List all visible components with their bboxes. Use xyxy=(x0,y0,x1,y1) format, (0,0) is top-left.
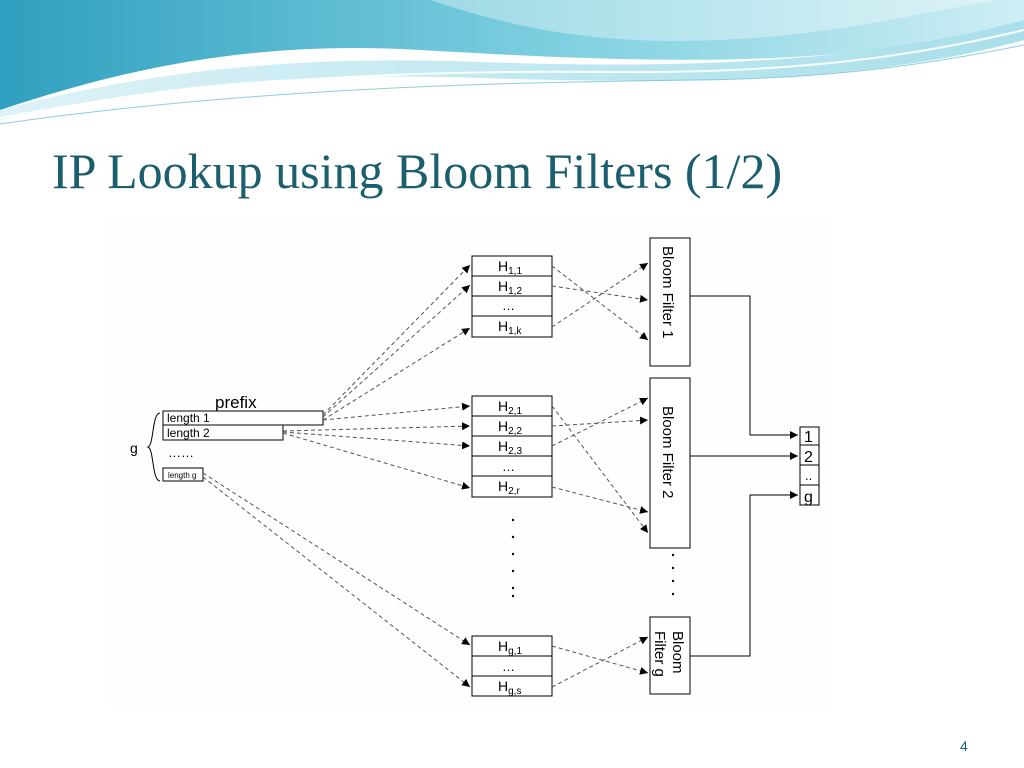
hash-h11: H1,1 xyxy=(498,258,522,277)
hash-group-1-ellipsis: … xyxy=(502,298,515,313)
hash-h2r: H2,r xyxy=(498,478,520,497)
h21-to-bf2 xyxy=(551,405,649,534)
hash-group-g-ellipsis: … xyxy=(502,659,515,674)
bloom-filter-1-label: Bloom Filter 1 xyxy=(659,246,676,339)
header-wave-banner xyxy=(0,0,1024,125)
output-bit-1: 1 xyxy=(804,429,813,446)
h2r-to-bf2 xyxy=(551,486,649,514)
g-brace-label: g xyxy=(130,440,138,456)
prefix-label: prefix xyxy=(215,393,257,412)
bloom-filter-g-line-2: Filter g xyxy=(651,631,668,677)
hash-h21: H2,1 xyxy=(498,398,522,417)
lengthg-arrow-hgs xyxy=(202,476,471,688)
hash-group-2-ellipsis: … xyxy=(502,459,515,474)
length2-arrow-h2r xyxy=(282,432,471,490)
output-bit-2: 2 xyxy=(804,449,813,466)
h11-to-bf1 xyxy=(551,265,649,341)
slide-title: IP Lookup using Bloom Filters (1/2) xyxy=(52,143,783,199)
hash-group-g: Hg,1 … Hg,s xyxy=(471,635,553,697)
hgs-to-bfg xyxy=(551,636,649,688)
output-bit-g: g xyxy=(804,489,813,506)
vertical-dots-bloom xyxy=(671,553,675,596)
length-2-label: length 2 xyxy=(167,426,210,440)
diagram-canvas: prefix length 1 length 2 …… length g g H… xyxy=(130,237,820,697)
hash-h12: H1,2 xyxy=(498,278,522,297)
prefix-arrow-h11 xyxy=(322,264,471,416)
prefix-arrow-h21 xyxy=(322,402,471,421)
h12-to-bf1 xyxy=(551,285,649,303)
hash-h22: H2,2 xyxy=(498,418,522,437)
bloom-filter-1: Bloom Filter 1 xyxy=(649,237,691,367)
hash-h1k: H1,k xyxy=(498,318,522,337)
hash-h23: H2,3 xyxy=(498,438,522,457)
bloom-filter-diagram: prefix length 1 length 2 …… length g g H… xyxy=(110,215,832,710)
prefix-arrow-h1k xyxy=(322,327,471,421)
bloom-filter-g-line-1: Bloom xyxy=(669,631,686,674)
h23-to-bf2 xyxy=(551,397,649,447)
length2-arrow-h22 xyxy=(282,422,471,432)
vertical-dots-hash xyxy=(511,518,515,598)
prefix-arrow-h12 xyxy=(322,284,471,418)
bloom-filter-2-label: Bloom Filter 2 xyxy=(659,406,676,499)
bf1-output-line xyxy=(690,295,798,439)
h22-to-bf2 xyxy=(551,416,649,427)
length-g-box xyxy=(162,467,204,482)
length-ellipsis: …… xyxy=(168,445,194,460)
output-ellipsis: .. xyxy=(805,468,812,483)
hash-hg1: Hg,1 xyxy=(498,638,522,657)
hash-group-1: H1,1 H1,2 … H1,k xyxy=(471,255,553,338)
hash-hgs: Hg,s xyxy=(498,678,521,697)
length2-arrow-h23 xyxy=(282,431,471,450)
lengthg-arrow-hg1 xyxy=(202,472,471,646)
hash-group-2: H2,1 H2,2 H2,3 … H2,r xyxy=(471,395,553,498)
bfg-output-line xyxy=(690,491,798,657)
bloom-filter-2: Bloom Filter 2 xyxy=(649,377,691,549)
g-brace xyxy=(146,412,161,482)
h1k-to-bf1 xyxy=(551,262,649,328)
slide-number: 4 xyxy=(960,738,968,754)
length-g-label: length g xyxy=(168,471,196,480)
length-1-label: length 1 xyxy=(167,411,210,425)
output-vector: 1 2 .. g xyxy=(799,426,820,506)
hg1-to-bfg xyxy=(551,645,649,675)
bloom-filter-g: Bloom Filter g xyxy=(649,616,691,695)
